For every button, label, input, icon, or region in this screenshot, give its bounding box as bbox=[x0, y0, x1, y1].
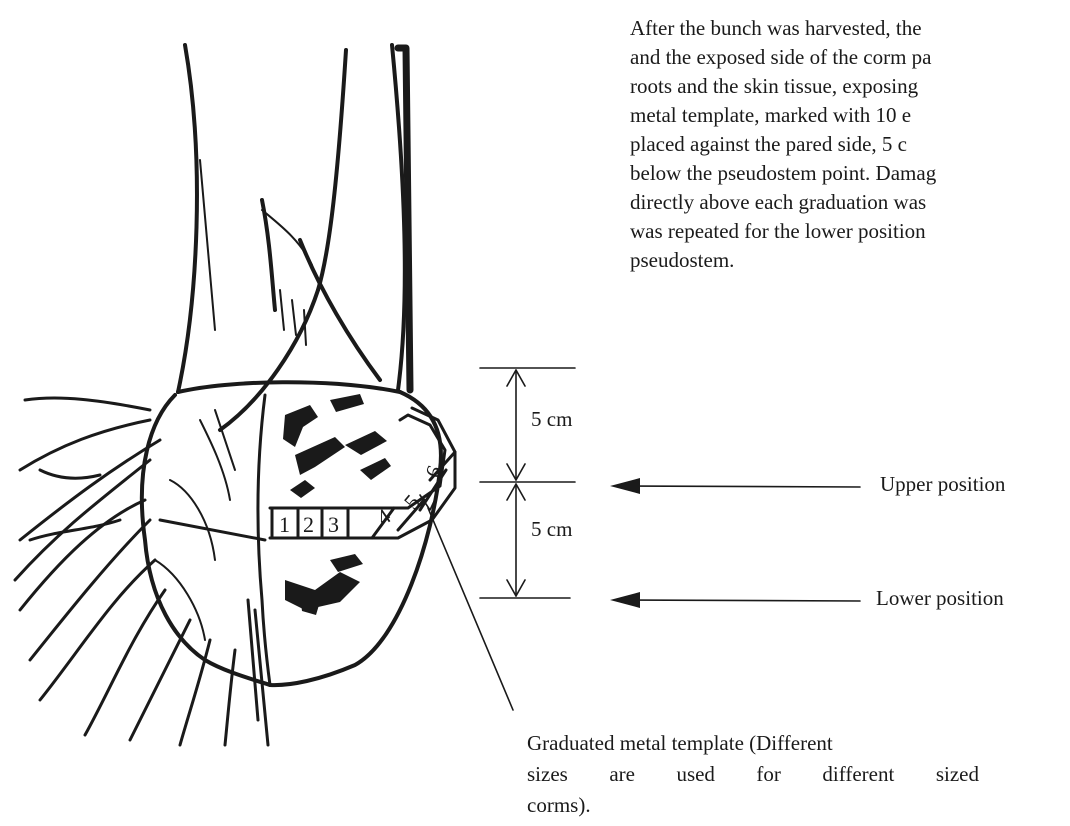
upper-dimension-label: 5 cm bbox=[531, 407, 572, 432]
description-line: and the exposed side of the corm pa bbox=[630, 43, 1070, 72]
template-note-word: sized bbox=[936, 759, 979, 790]
pseudostem bbox=[178, 45, 410, 430]
description-line: After the bunch was harvested, the bbox=[630, 14, 1070, 43]
template-note-line: sizes are used for different sized bbox=[527, 759, 979, 790]
template-number: 2 bbox=[303, 512, 314, 537]
template-number: 3 bbox=[328, 512, 339, 537]
roots bbox=[15, 398, 268, 745]
dimension-lines bbox=[480, 368, 575, 598]
method-description: After the bunch was harvested, the and t… bbox=[630, 14, 1070, 275]
description-line: pseudostem. bbox=[630, 246, 1070, 275]
description-line: metal template, marked with 10 e bbox=[630, 101, 1070, 130]
template-number: 1 bbox=[279, 512, 290, 537]
position-arrows bbox=[625, 486, 860, 601]
template-note-word: used bbox=[676, 759, 715, 790]
template-note: Graduated metal template (Different size… bbox=[527, 728, 987, 821]
lower-position-label: Lower position bbox=[876, 586, 1004, 611]
description-line: was repeated for the lower position bbox=[630, 217, 1070, 246]
upper-position-label: Upper position bbox=[880, 472, 1005, 497]
description-line: roots and the skin tissue, exposing bbox=[630, 72, 1070, 101]
damage-marks bbox=[283, 394, 391, 615]
upper-arrowhead bbox=[610, 478, 640, 494]
template-note-word: sizes bbox=[527, 759, 568, 790]
lower-arrowhead bbox=[610, 592, 640, 608]
template-note-line: corms). bbox=[527, 790, 987, 821]
description-line: directly above each graduation was bbox=[630, 188, 1070, 217]
template-note-word: for bbox=[756, 759, 781, 790]
lower-dimension-label: 5 cm bbox=[531, 517, 572, 542]
description-line: below the pseudostem point. Damag bbox=[630, 159, 1070, 188]
description-line: placed against the pared side, 5 c bbox=[630, 130, 1070, 159]
template-note-word: different bbox=[822, 759, 894, 790]
template-note-word: are bbox=[609, 759, 635, 790]
template-leader-line bbox=[428, 508, 513, 710]
template-note-line: Graduated metal template (Different bbox=[527, 728, 987, 759]
